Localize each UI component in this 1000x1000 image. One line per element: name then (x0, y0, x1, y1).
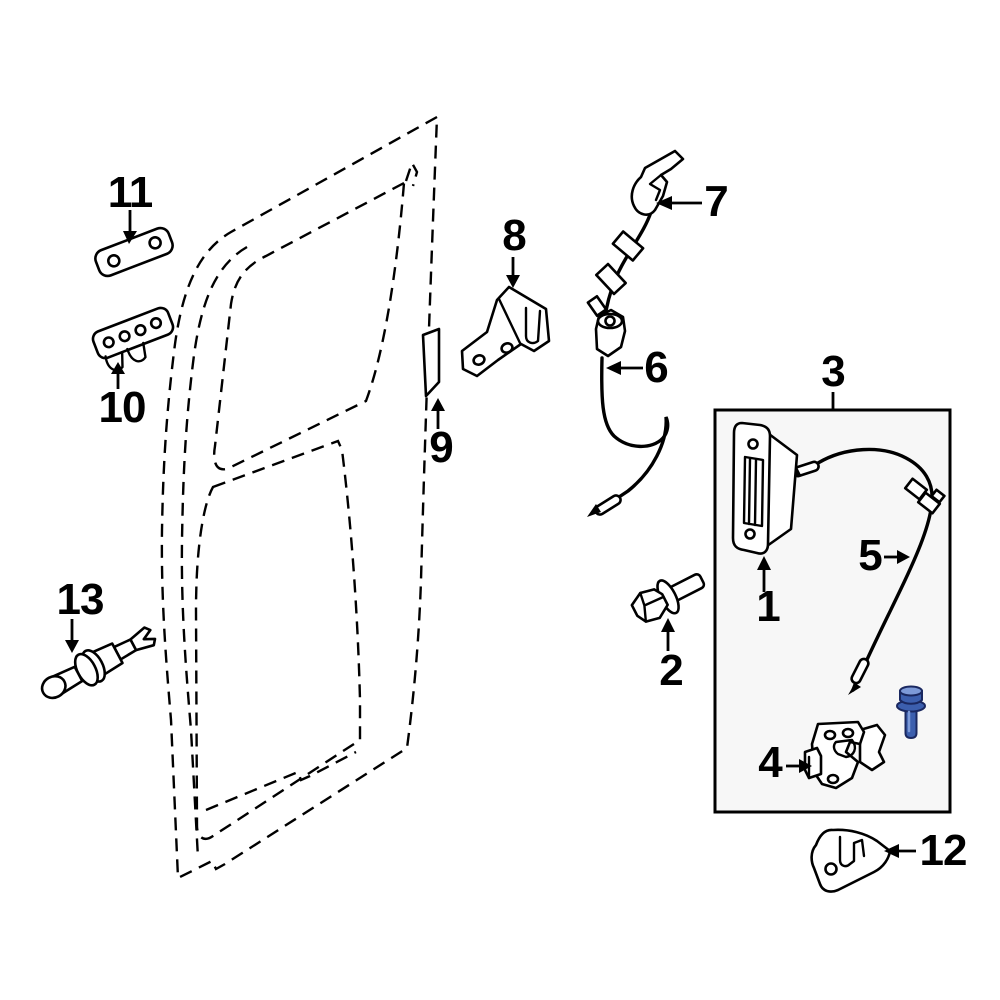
part-4-hook (832, 738, 857, 759)
part-6-cable-drawing (586, 210, 670, 517)
part-10-hole (149, 317, 163, 330)
part-2-head-facets (639, 591, 665, 623)
part-7-clip-drawing (630, 149, 685, 216)
part-label-13: 13 (56, 575, 105, 624)
part-label-10: 10 (98, 383, 147, 432)
part-1-hole (744, 528, 756, 540)
part-5-cable-drawing (788, 447, 946, 695)
part-4-hole (841, 727, 855, 739)
part-12-body (810, 828, 892, 893)
part-4-hole (823, 729, 837, 741)
part-7-body (630, 149, 685, 216)
arrowhead-part-7 (656, 196, 672, 210)
door-outer-outline (160, 114, 439, 880)
part-label-12: 12 (919, 826, 968, 875)
cable-lower-run (600, 356, 670, 499)
part-12-hole (824, 862, 838, 876)
arrowhead-part-8 (506, 275, 520, 288)
part-13-fork-end (129, 626, 157, 652)
part-10-hole (134, 324, 147, 337)
cable-end-tip (587, 504, 601, 517)
part-8-hole (472, 354, 486, 366)
arrowhead-part-11 (123, 231, 137, 244)
door-lower-crease-line (205, 750, 357, 812)
arrowhead-part-6 (606, 361, 621, 375)
part-label-1: 1 (756, 582, 781, 631)
door-lower-panel-cutout (194, 439, 362, 840)
part-11-hole (148, 236, 162, 250)
part-10-bracket-drawing (91, 306, 175, 372)
part-10-tab (126, 341, 147, 363)
part-8-fold-line (497, 297, 522, 345)
arrowhead-part-4 (799, 759, 812, 773)
cable-retainer-tab (594, 262, 628, 296)
part-4-hole (826, 773, 840, 785)
part-5-end-tip (848, 683, 861, 695)
part-4-wing (858, 723, 887, 772)
door-panel-outline (160, 114, 439, 880)
part-4-block (803, 746, 823, 780)
cable-retainer-tab (611, 230, 645, 262)
part-11-plate-drawing (94, 226, 174, 278)
part-label-11: 11 (107, 168, 154, 217)
part-7-fold-line (648, 173, 663, 202)
arrowhead-part-2 (661, 618, 675, 632)
part-label-8: 8 (502, 211, 527, 260)
arrowhead-part-9 (431, 398, 445, 411)
part-12-slot (838, 835, 866, 868)
cable-retainer-tab (586, 294, 608, 318)
part-label-3: 3 (821, 347, 846, 396)
door-window-notch (404, 160, 419, 187)
part-8-hole (500, 342, 514, 354)
arrowhead-part-12 (884, 844, 899, 858)
part-10-body (91, 306, 175, 360)
part-8-bracket-drawing (460, 285, 551, 378)
door-window-opening (213, 180, 406, 471)
part-4-latch-drawing (803, 720, 887, 790)
cable-grommet-hole (604, 315, 616, 327)
part-5-retainer-tab (930, 488, 946, 504)
part-10-hole (102, 336, 115, 349)
arrowhead-part-13 (65, 640, 79, 653)
part-label-6: 6 (644, 343, 669, 392)
part-2-bolt-drawing (630, 572, 706, 623)
part-label-7: 7 (704, 177, 729, 226)
arrowhead-part-1 (757, 556, 771, 570)
part-label-4: 4 (758, 738, 783, 787)
arrowhead-part-5 (897, 550, 910, 564)
part-1-recess (742, 455, 765, 528)
leader-arrows (65, 196, 916, 858)
part-8-body (460, 285, 551, 378)
highlighted-bolt-drawing (896, 685, 926, 739)
part-label-2: 2 (659, 646, 684, 695)
door-inner-edge-line (180, 245, 248, 859)
part-1-hole (747, 438, 759, 450)
highlighted-bolt-top-face (899, 685, 923, 697)
part-13-tip-cap (40, 674, 67, 700)
part-12-striker-bracket-drawing (810, 828, 892, 893)
arrowhead-part-10 (111, 362, 125, 374)
part-1-front-face (731, 421, 772, 555)
part-13-lock-cylinder-drawing (40, 626, 157, 700)
part-label-5: 5 (858, 531, 883, 580)
part-11-hole (107, 254, 121, 268)
part-10-hole (118, 330, 131, 343)
part-8-notch (524, 306, 542, 345)
part-9-shim-drawing (421, 327, 441, 398)
part-label-9: 9 (429, 423, 454, 472)
part-5-end-ferrule (850, 657, 870, 685)
part-1-striker-plate-drawing (731, 421, 799, 555)
